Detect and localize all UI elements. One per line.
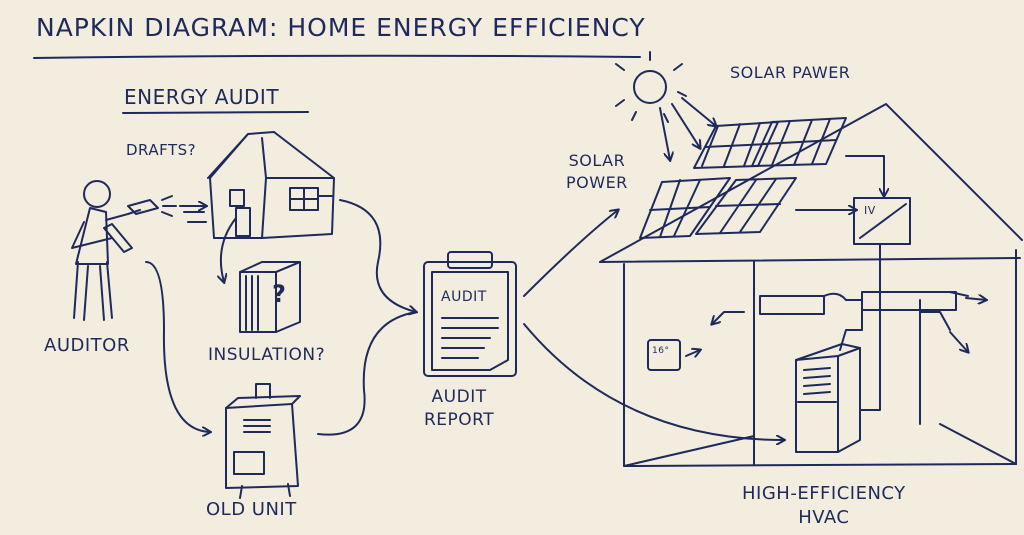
hvac-line1: HIGH-EFFICIENCY (742, 483, 906, 504)
insulation-label: INSULATION? (208, 345, 326, 365)
insulation-question-mark: ? (272, 280, 287, 308)
audit-report-label: AUDIT REPORT (424, 386, 494, 432)
diagram-title: NAPKIN DIAGRAM: HOME ENERGY EFFICIENCY (36, 13, 646, 42)
energy-audit-heading: ENERGY AUDIT (124, 85, 280, 109)
clipboard-report (423, 251, 517, 377)
hvac-furnace (795, 299, 881, 453)
solar-power-line1: SOLAR (568, 151, 626, 170)
hvac-line2: HVAC (798, 507, 850, 529)
flow-arrows (145, 199, 784, 440)
old-unit-label: OLD UNIT (206, 499, 297, 520)
solar-power-line2: POWER (566, 172, 628, 192)
solar-house (599, 103, 1023, 467)
thermostat-reading: 16° (652, 346, 670, 356)
sun-icon (615, 51, 716, 160)
hvac-label: HIGH-EFFICIENCY HVAC (742, 482, 906, 531)
insulation-panel (239, 261, 301, 333)
audit-report-line1: AUDIT (431, 387, 487, 407)
old-unit-stove (225, 383, 301, 499)
drafts-label: DRAFTS? (126, 141, 197, 159)
solar-power-label: SOLAR POWER (566, 150, 628, 193)
audit-heading-underline (122, 111, 309, 114)
inverter-label: IV (864, 204, 876, 217)
thermostat-icon (647, 339, 681, 371)
auditor-figure (71, 180, 177, 321)
solar-pawer-label: SOLAR PAWER (730, 63, 851, 82)
title-underline (33, 54, 641, 59)
auditor-label: AUDITOR (44, 335, 130, 356)
audit-report-line2: REPORT (424, 409, 495, 430)
clipboard-text: AUDIT (441, 289, 487, 305)
audit-house (183, 131, 335, 239)
